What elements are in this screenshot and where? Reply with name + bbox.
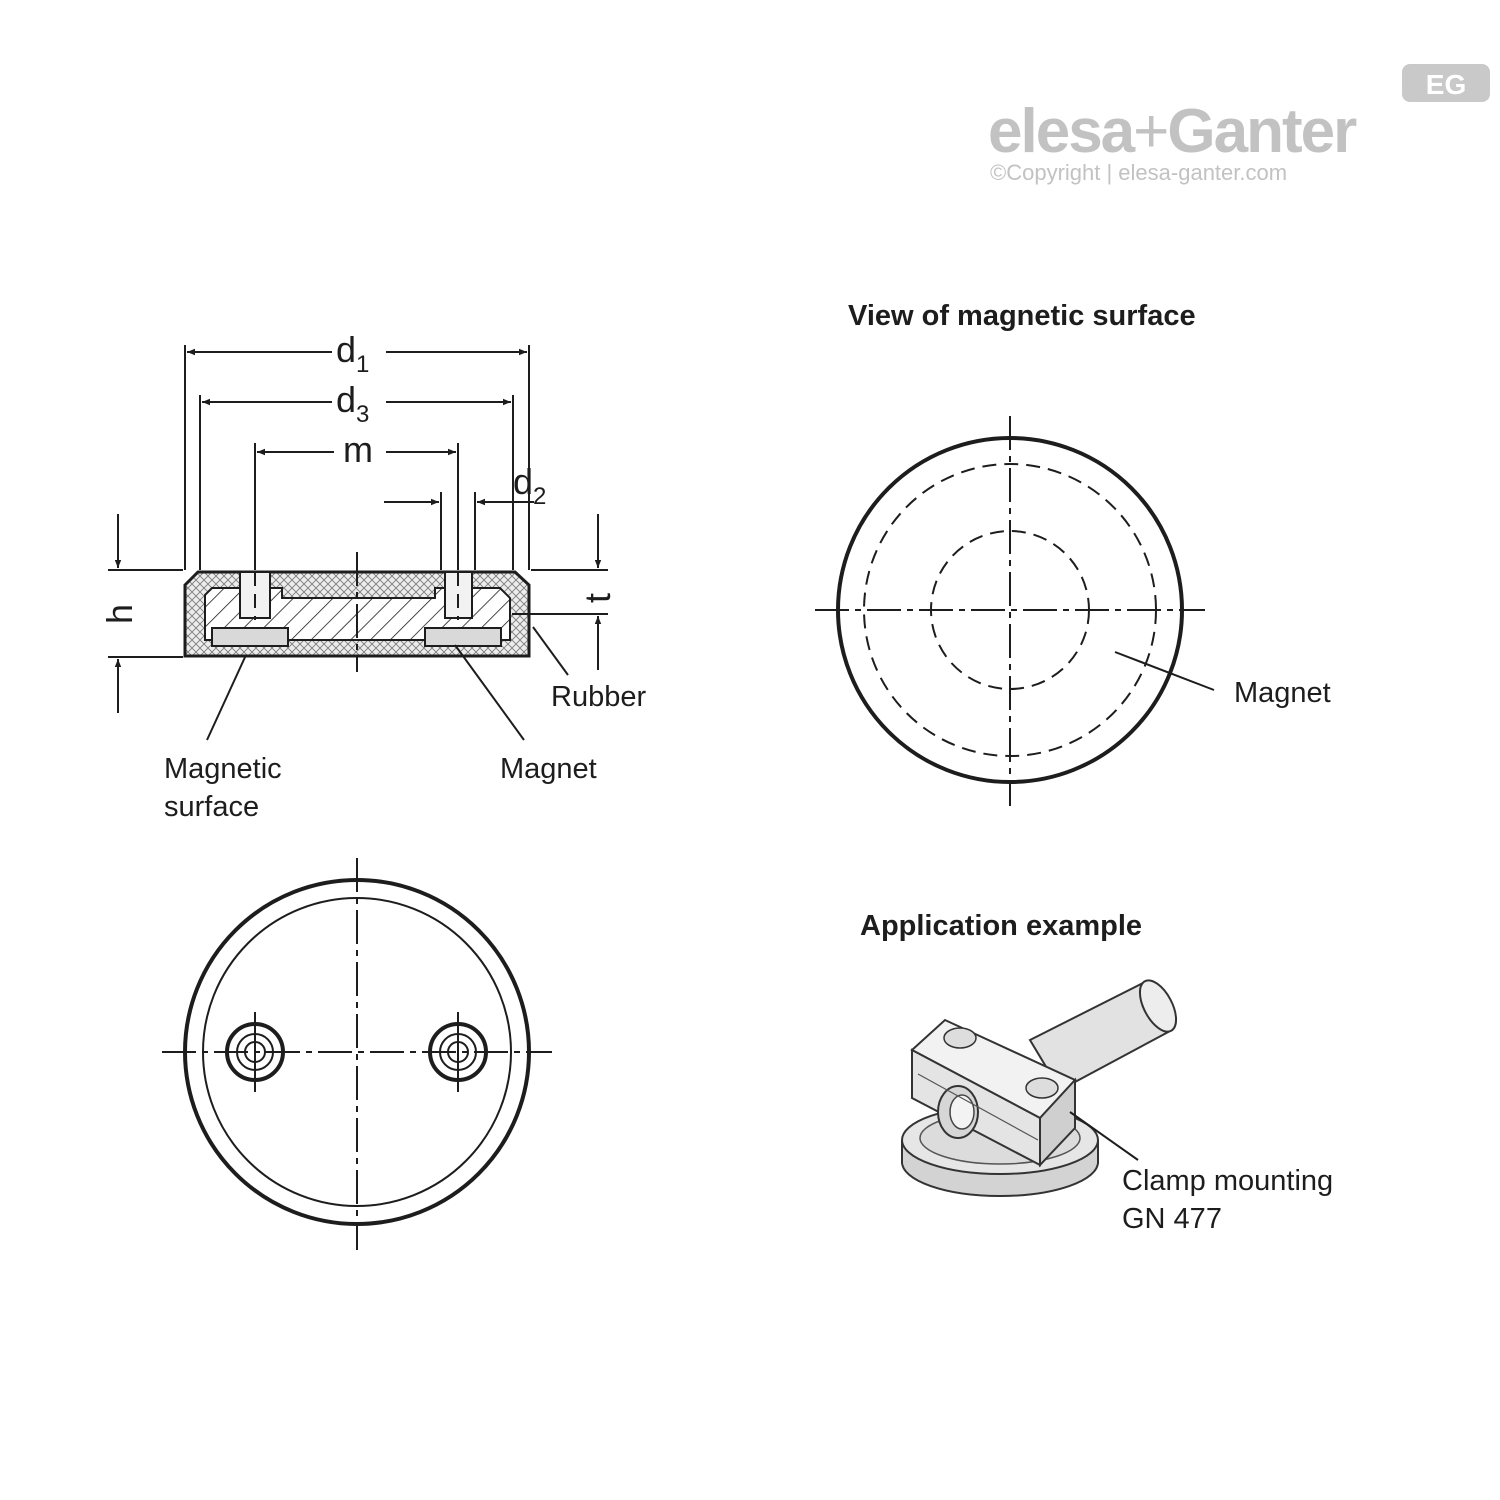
leader-magnet <box>454 644 525 741</box>
label-magnet-right: Magnet <box>1234 677 1331 709</box>
left-magnet <box>211 627 289 647</box>
magnetic-surface-view: View of magnetic surface Magnet <box>815 300 1331 806</box>
dim-h-label: h <box>99 604 140 624</box>
eg-badge-text: EG <box>1426 69 1466 100</box>
application-title: Application example <box>860 910 1142 942</box>
right-screw-hole <box>428 1012 488 1092</box>
svg-text:elesa+Ganter: elesa+Ganter <box>988 97 1357 166</box>
copyright-text: ©Copyright | elesa-ganter.com <box>990 160 1287 185</box>
right-magnet <box>424 627 502 647</box>
magnetic-surface-title: View of magnetic surface <box>848 300 1196 332</box>
dim-d1-label: d1 <box>336 329 369 378</box>
dim-t-label: t <box>577 593 618 603</box>
brand-ganter: Ganter <box>1167 97 1357 166</box>
eg-badge <box>1402 64 1490 102</box>
section-view: d1 d3 m d2 h t Rubber Magnet Magnetic su… <box>99 329 646 823</box>
leader-magnetic-surface <box>206 654 247 741</box>
brand-logo: EG elesa+Ganter ©Copyright | elesa-gante… <box>988 64 1490 185</box>
dim-d3-label: d3 <box>336 379 369 428</box>
application-example: Application example Clamp moun <box>860 910 1333 1235</box>
brand-plus: + <box>1133 97 1167 166</box>
label-clamp-line1: Clamp mounting <box>1122 1165 1333 1197</box>
top-view <box>162 858 552 1250</box>
dim-m-label: m <box>343 429 373 470</box>
leader-magnet-right <box>1114 651 1215 691</box>
label-rubber: Rubber <box>551 681 646 713</box>
leader-rubber <box>532 626 569 676</box>
label-clamp-line2: GN 477 <box>1122 1203 1222 1235</box>
brand-elesa: elesa <box>988 97 1136 166</box>
dim-d2-label: d2 <box>513 461 546 510</box>
label-magnet: Magnet <box>500 753 597 785</box>
leader-clamp <box>1069 1111 1139 1161</box>
left-screw-hole <box>225 1012 285 1092</box>
clamp-block-illustration <box>910 1018 1077 1168</box>
label-magnetic-surface-1: Magnetic <box>164 753 282 785</box>
label-magnetic-surface-2: surface <box>164 791 259 823</box>
